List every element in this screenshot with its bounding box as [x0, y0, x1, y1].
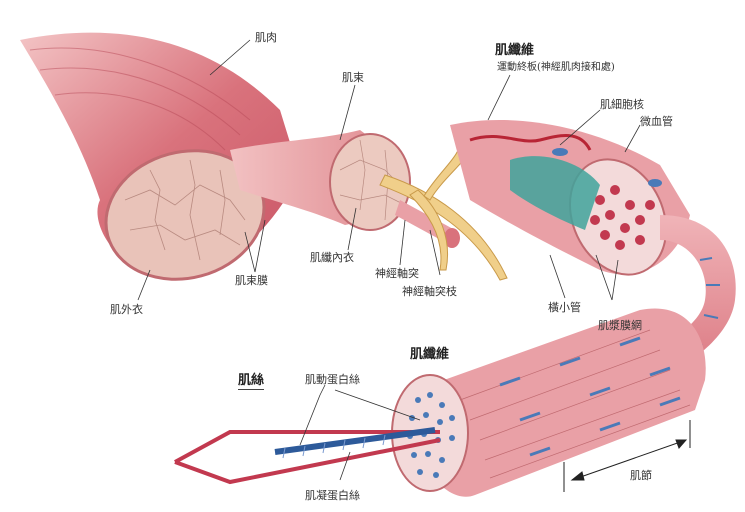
label-perimysium: 肌束膜 [235, 275, 268, 286]
label-sarcomere: 肌節 [630, 470, 652, 481]
label-axon-branch: 神經軸突枝 [402, 286, 457, 297]
label-capillary: 微血管 [640, 116, 673, 127]
label-muscle-fiber-top: 肌纖維 [495, 44, 534, 57]
label-axon: 神經軸突 [375, 268, 419, 279]
label-endomysium: 肌纖內衣 [310, 252, 354, 263]
label-actin: 肌凝蛋白絲 [305, 490, 360, 501]
label-epimysium: 肌外衣 [110, 304, 143, 315]
label-t-tubule: 橫小管 [548, 302, 581, 313]
muscle-fiber-bottom [392, 308, 706, 496]
label-muscle-fiber-bottom: 肌纖維 [410, 348, 449, 361]
label-muscle: 肌肉 [255, 32, 277, 43]
label-myofilament: 肌絲 [238, 374, 264, 390]
label-myosin: 肌動蛋白絲 [305, 374, 360, 385]
muscle-fiber-top [450, 120, 690, 290]
label-fascicle: 肌束 [342, 72, 364, 83]
label-sarcoplasmic-reticulum: 肌漿膜網 [598, 320, 642, 331]
label-nucleus: 肌細胞核 [600, 99, 644, 110]
label-motor-end-plate: 運動終板(神經肌肉接和處) [497, 63, 615, 73]
